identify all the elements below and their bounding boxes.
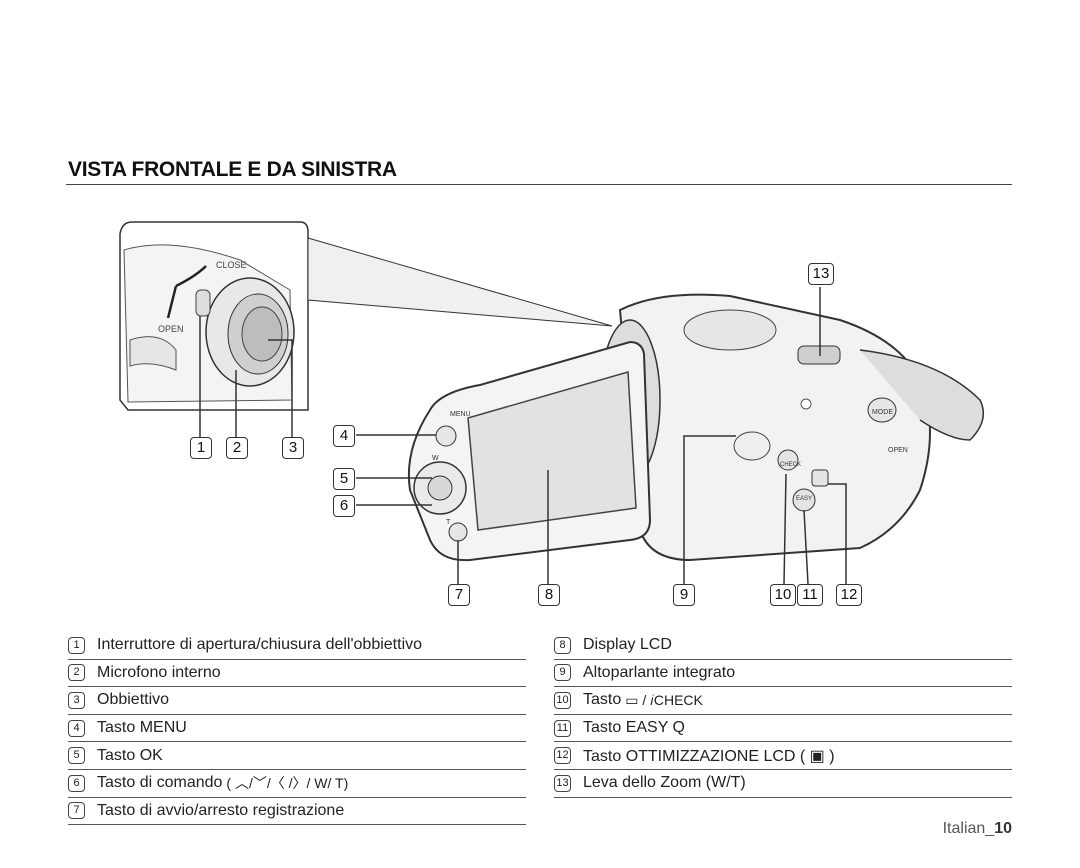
row-label: Altoparlante integrato — [583, 663, 736, 681]
row-symbols: ▭ / 𝑖CHECK — [625, 691, 703, 708]
legend-row-9: 9 Altoparlante integrato — [554, 660, 1012, 688]
callout-2: 2 — [226, 437, 248, 459]
page-number: 10 — [994, 820, 1012, 837]
mode-label: MODE — [872, 409, 893, 416]
row-number: 8 — [554, 636, 571, 654]
callout-7: 7 — [448, 584, 470, 606]
callout-8: 8 — [538, 584, 560, 606]
callout-5: 5 — [333, 468, 355, 490]
row-label: Leva dello Zoom (W/T) — [583, 774, 746, 792]
row-label: Tasto OK — [97, 746, 163, 764]
row-number: 10 — [554, 691, 571, 709]
callout-9: 9 — [673, 584, 695, 606]
legend-row-1: 1 Interruttore di apertura/chiusura dell'… — [68, 632, 526, 660]
icheck-label: CHECK — [780, 462, 801, 468]
close-label: CLOSE — [216, 260, 247, 270]
row-label: Tasto — [583, 691, 622, 709]
callout-13: 13 — [808, 263, 834, 285]
callout-1: 1 — [190, 437, 212, 459]
row-number: 9 — [554, 664, 571, 682]
legend-row-13: 13 Leva dello Zoom (W/T) — [554, 770, 1012, 798]
open-body-label: OPEN — [888, 447, 908, 454]
t-label: T — [446, 519, 451, 526]
row-label: Microfono interno — [97, 663, 221, 681]
row-number: 2 — [68, 664, 85, 682]
page-footer: Italian_10 — [943, 820, 1012, 838]
legend-row-7: 7 Tasto di avvio/arresto registrazione — [68, 798, 526, 826]
row-number: 13 — [554, 774, 571, 792]
row-number: 5 — [68, 747, 85, 765]
callout-10: 10 — [770, 584, 796, 606]
row-number: 11 — [554, 719, 571, 737]
row-label: Tasto di avvio/arresto registrazione — [97, 801, 345, 819]
row-number: 3 — [68, 691, 85, 709]
row-number: 4 — [68, 719, 85, 737]
legend-row-2: 2 Microfono interno — [68, 660, 526, 688]
legend-row-5: 5 Tasto OK — [68, 742, 526, 770]
row-label: Tasto EASY Q — [583, 719, 685, 737]
callout-12: 12 — [836, 584, 862, 606]
row-symbols: ( ︿/﹀/〈 /〉/ W/ T) — [226, 775, 349, 792]
open-label: OPEN — [158, 324, 184, 334]
row-number: 1 — [68, 636, 85, 654]
footer-language: Italian_ — [942, 820, 995, 837]
w-label: W — [432, 455, 439, 462]
row-label: Tasto MENU — [97, 719, 187, 737]
callout-3: 3 — [282, 437, 304, 459]
legend-row-4: 4 Tasto MENU — [68, 715, 526, 743]
legend-row-11: 11 Tasto EASY Q — [554, 715, 1012, 743]
inset-pointer — [307, 237, 613, 327]
row-label: Tasto OTTIMIZZAZIONE LCD ( ▣ ) — [583, 747, 835, 765]
row-number: 7 — [68, 802, 85, 820]
legend-row-12: 12 Tasto OTTIMIZZAZIONE LCD ( ▣ ) — [554, 742, 1012, 770]
row-label: Display LCD — [583, 636, 672, 654]
row-number: 12 — [554, 747, 571, 765]
easy-label: EASY — [796, 496, 812, 502]
legend-row-10: 10 Tasto▭ / 𝑖CHECK — [554, 687, 1012, 715]
callout-4: 4 — [333, 425, 355, 447]
legend-row-3: 3 Obbiettivo — [68, 687, 526, 715]
menu-label: MENU — [450, 411, 471, 418]
legend-left: 1 Interruttore di apertura/chiusura dell'… — [68, 632, 526, 826]
title-rule — [66, 184, 1012, 185]
row-label: Tasto di comando — [97, 774, 223, 792]
callout-11: 11 — [797, 584, 823, 606]
row-label: Interruttore di apertura/chiusura dell'o… — [97, 636, 423, 654]
row-label: Obbiettivo — [97, 691, 170, 709]
lcd-screen — [467, 371, 637, 531]
legend-row-6: 6 Tasto di comando( ︿/﹀/〈 /〉/ W/ T) — [68, 770, 526, 798]
callout-6: 6 — [333, 495, 355, 517]
legend-row-8: 8 Display LCD — [554, 632, 1012, 660]
page-title: VISTA FRONTALE E DA SINISTRA — [68, 158, 397, 181]
row-number: 6 — [68, 774, 85, 792]
